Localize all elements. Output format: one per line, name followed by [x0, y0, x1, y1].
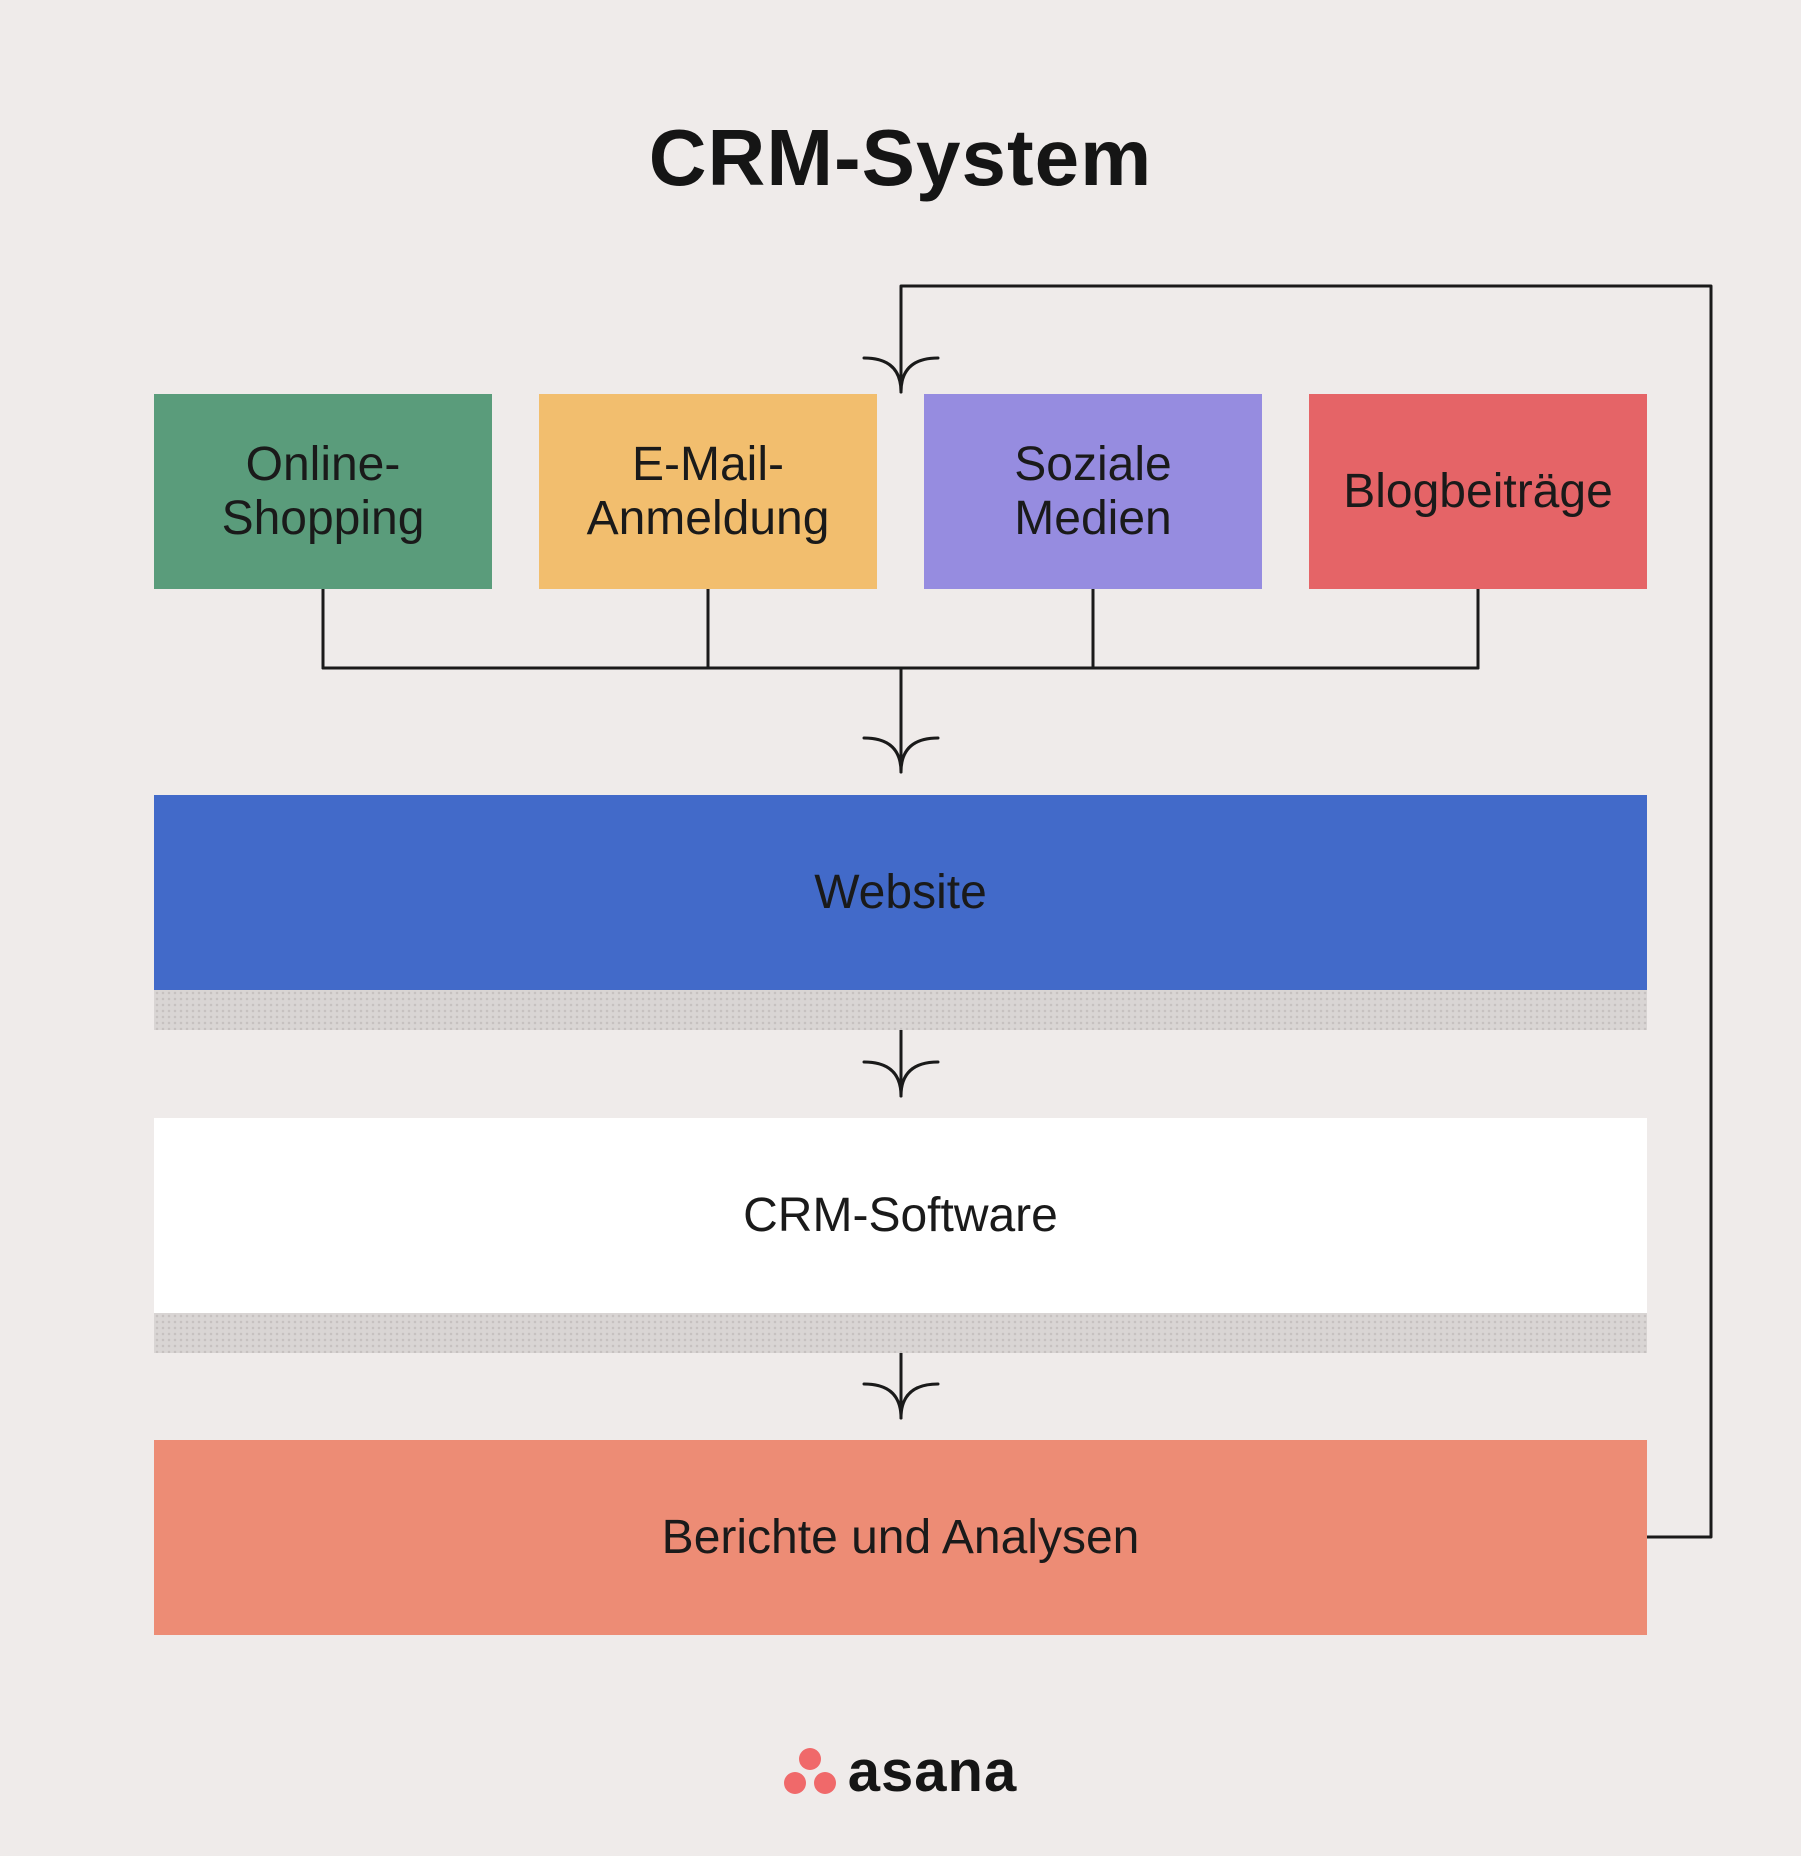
stage-crm-software: CRM-Software: [154, 1118, 1647, 1313]
source-email-signup: E-Mail- Anmeldung: [539, 394, 877, 589]
stage-crm-software-shadow: [154, 1313, 1647, 1353]
stage-crm-software-label: CRM-Software: [743, 1188, 1058, 1242]
arrow-head-crm: [862, 1060, 940, 1098]
asana-logo-text: asana: [847, 1739, 1018, 1804]
asana-logo: asana: [0, 1742, 1801, 1802]
stage-website-shadow: [154, 990, 1647, 1030]
feedback-loop-line: [899, 284, 1713, 1539]
arrow-head-reports: [862, 1382, 940, 1420]
stage-website-label: Website: [814, 865, 987, 919]
stage-website: Website: [154, 795, 1647, 990]
asana-dots-icon: [783, 1748, 836, 1796]
source-social-media: Soziale Medien: [924, 394, 1262, 589]
stage-reports-label: Berichte und Analysen: [661, 1510, 1140, 1564]
source-blog-posts: Blogbeiträge: [1309, 394, 1647, 589]
arrow-head-feedback: [862, 356, 940, 394]
diagram-title: CRM-System: [648, 113, 1153, 202]
source-online-shopping: Online- Shopping: [154, 394, 492, 589]
arrow-head-website: [862, 736, 940, 774]
stage-reports-analytics: Berichte und Analysen: [154, 1440, 1647, 1635]
